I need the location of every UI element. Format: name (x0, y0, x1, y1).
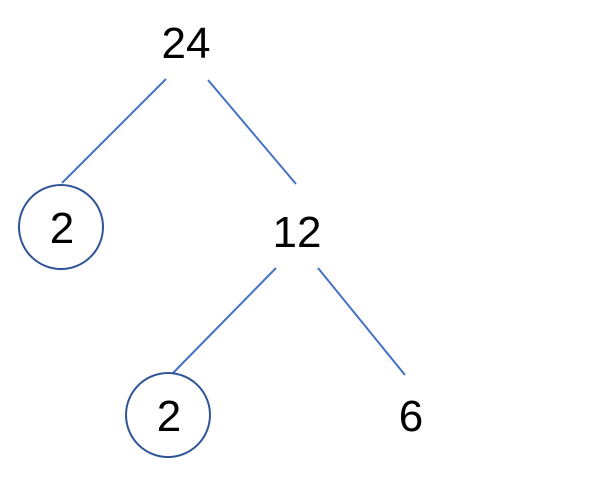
node-mid-left: 2 (157, 392, 181, 441)
edge-24-to-2 (61, 78, 167, 184)
node-root-left: 2 (50, 204, 74, 253)
edge-12-to-2 (171, 267, 277, 375)
node-root: 24 (162, 19, 211, 68)
node-root-right: 12 (273, 208, 322, 257)
node-mid-right: 6 (399, 392, 423, 441)
edge-12-to-6 (317, 267, 406, 376)
prime-circle-left (18, 184, 104, 270)
edge-24-to-12 (207, 79, 297, 185)
prime-circle-bottom (125, 372, 211, 458)
